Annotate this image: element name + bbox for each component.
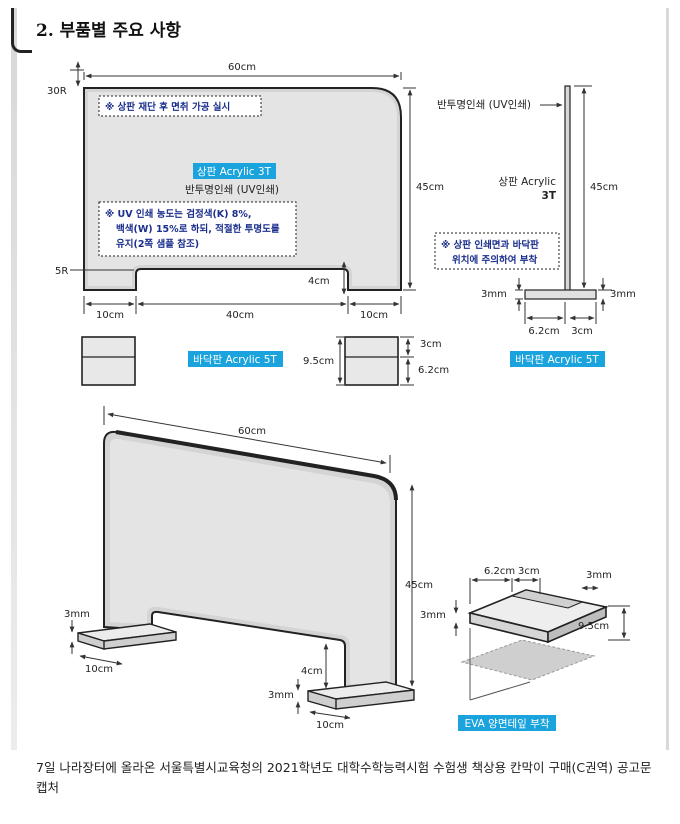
frame-corner-tab [11,8,32,53]
front-view: 60cm 30R 45cm 5R 4cm 10cm [47,61,444,321]
side-dim-height-label: 45cm [590,182,618,193]
side-dim-base-left-label: 3mm [481,289,507,300]
base-part-left [81,336,136,386]
note-print-line2: 백색(W) 15%로 하되, 적절한 투명도를 [116,223,280,235]
side-base-label-bg [510,351,605,367]
iso-view: 60cm 45cm 3mm 10cm 4cm 3mm 10cm [64,406,433,731]
tape-label: EVA 양면테잎 부착 [465,718,550,730]
note-cut-box [98,95,262,117]
detail-dim-thickness-label: 3mm [420,610,446,621]
frame-left-edge [11,8,17,750]
side-note-box [434,232,560,270]
base-label-bg [188,351,283,367]
image-caption: 7일 나라장터에 올라온 서울특별시교육청의 2021학년도 대학수학능력시험 … [36,760,652,795]
iso-dim-notch-height-label: 4cm [301,666,323,677]
diagram-canvas: 60cm 30R 45cm 5R 4cm 10cm [47,61,636,731]
iso-panel-edge [115,430,398,501]
iso-dim-left-foot-label: 10cm [85,664,113,675]
detail-tape-arrow [469,681,531,701]
side-dim-back-label: 3cm [571,326,593,337]
iso-dim-width-label: 60cm [238,426,266,437]
side-view: 반투명인쇄 (UV인쇄) 상판 Acrylic 3T 45cm ※ 상판 인쇄면… [434,85,636,367]
side-panel-label-line2: 3T [542,190,557,202]
iso-dim-left-foot-line [79,654,123,666]
note-print-line1: ※ UV 인쇄 농도는 검정색(K) 8%, [105,208,252,220]
base-label: 바닥판 Acrylic 5T [193,354,277,366]
side-dim-base-right-label: 3mm [610,289,636,300]
side-note-line2: 위치에 주의하여 부착 [452,254,538,266]
dim-top-label: 3cm [420,339,442,350]
dim-notch-radius-label: 5R [55,266,68,277]
dim-bottom-label: 6.2cm [418,365,449,376]
side-base-label: 바닥판 Acrylic 5T [515,354,599,366]
detail-tape-shadow [460,639,596,681]
print-label: 반투명인쇄 (UV인쇄) [185,184,279,196]
section-heading: 2. 부품별 주요 사항 [36,21,181,41]
dim-depth-label: 9.5cm [303,356,334,367]
tape-label-bg [458,715,556,731]
iso-dim-right-thickness-label: 3mm [268,690,294,701]
base-detail: 6.2cm 3cm 3mm 3mm 9.5cm EVA 양면테잎 부착 [420,566,630,731]
dim-right-foot-label: 10cm [360,310,388,321]
iso-dim-right-foot-label: 10cm [316,720,344,731]
detail-base-slot [510,589,584,609]
note-cut-text: ※ 상판 재단 후 면취 가공 실시 [105,101,230,113]
note-print-line3: 유지(2쪽 샘플 참조) [116,238,199,250]
dim-corner-label: 30R [47,86,67,97]
detail-base-side [547,605,607,644]
panel-label-bg [193,163,276,179]
side-print-label: 반투명인쇄 (UV인쇄) [437,99,531,111]
iso-panel-inner [110,438,390,684]
side-note-line1: ※ 상판 인쇄면과 바닥판 [441,239,539,251]
detail-dim-slot-label: 3cm [518,566,540,577]
side-base [524,289,597,300]
dim-notch-width-label: 40cm [226,310,254,321]
iso-right-base-side [307,689,415,710]
dim-height-label: 45cm [416,182,444,193]
base-parts: 9.5cm 3cm 6.2cm 바닥판 Acrylic 5T [81,336,449,386]
dim-left-foot-label: 10cm [96,310,124,321]
detail-dim-length-label: 9.5cm [578,621,609,632]
frame-right-edge [666,8,669,750]
dim-width-label: 60cm [228,62,256,73]
detail-dim-front-label: 6.2cm [484,566,515,577]
iso-left-base-side [77,631,177,650]
base-part-right [344,336,399,386]
iso-dim-left-thickness-label: 3mm [64,609,90,620]
detail-dim-slot-right-label: 3mm [586,570,612,581]
side-panel [564,85,571,299]
side-panel-label-line1: 상판 Acrylic [498,176,556,188]
iso-dim-height-label: 45cm [405,580,433,591]
side-dim-front-label: 6.2cm [528,326,559,337]
panel-label: 상판 Acrylic 3T [197,166,272,178]
iso-dim-width-line [107,412,387,465]
iso-dim-right-foot-line [309,710,351,720]
dim-notch-height-label: 4cm [308,276,330,287]
note-print-box [98,201,297,257]
